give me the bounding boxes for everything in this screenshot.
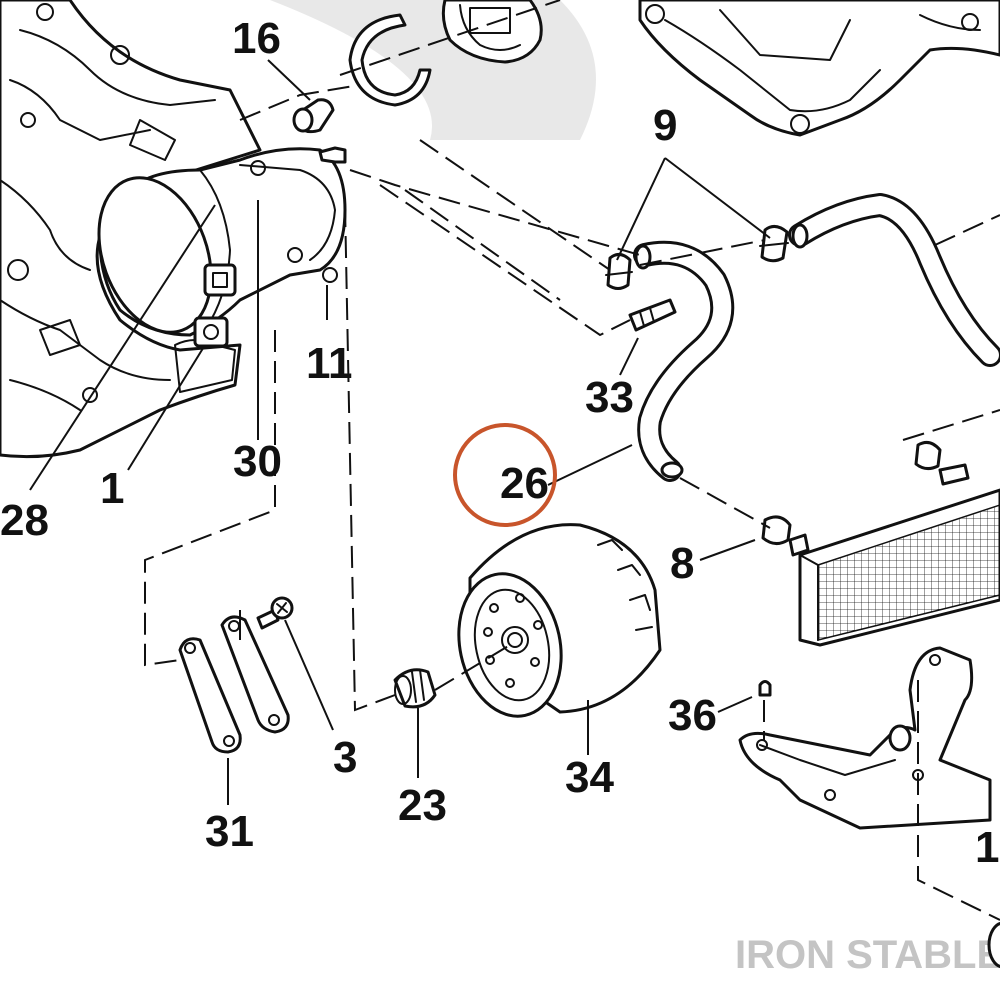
- callout-8: 8: [670, 539, 694, 588]
- callout-36: 36: [668, 691, 717, 740]
- snap-ring: [348, 13, 432, 107]
- callout-28: 28: [0, 496, 49, 545]
- filter-adapter-23: [393, 668, 437, 709]
- callout-3: 3: [333, 733, 357, 782]
- dowel-bushing-16: [292, 98, 335, 134]
- callout-9: 9: [653, 101, 677, 150]
- leader-lines: [29, 59, 771, 805]
- callout-23: 23: [398, 781, 447, 830]
- grommet-36: [758, 680, 772, 697]
- hose-clamp: [761, 515, 792, 545]
- highlight-ring: [453, 423, 557, 527]
- callout-30: 30: [233, 437, 282, 486]
- cooler-mounting-bracket: [738, 646, 992, 830]
- oil-filter-34: [457, 523, 662, 718]
- hose-clamp: [605, 253, 633, 290]
- watermark-text: IRON STABLE: [735, 933, 1000, 977]
- hose-clamp: [759, 225, 789, 263]
- callout-12: 12: [975, 823, 1000, 872]
- hose-fitting-33: [628, 298, 677, 332]
- oil-cooler: [788, 463, 1000, 647]
- callout-34: 34: [565, 753, 614, 802]
- callout-1: 1: [100, 464, 124, 513]
- crankcase-housing: [0, 0, 262, 459]
- callout-33: 33: [585, 373, 634, 422]
- callout-31: 31: [205, 807, 254, 856]
- callout-16: 16: [232, 14, 281, 63]
- oil-hose-upper: [788, 193, 1000, 367]
- assembly-lines: [144, 0, 1000, 921]
- bolt-3: [256, 596, 294, 630]
- o-ring-11: [322, 267, 338, 283]
- strap-31: [178, 637, 242, 754]
- hose-clamp: [914, 440, 942, 471]
- oil-hose-26: [633, 240, 735, 482]
- partial-part-edge: [987, 921, 1000, 969]
- callout-11: 11: [306, 339, 353, 388]
- callout-26: 26: [500, 459, 549, 508]
- transmission-case: [638, 0, 1000, 137]
